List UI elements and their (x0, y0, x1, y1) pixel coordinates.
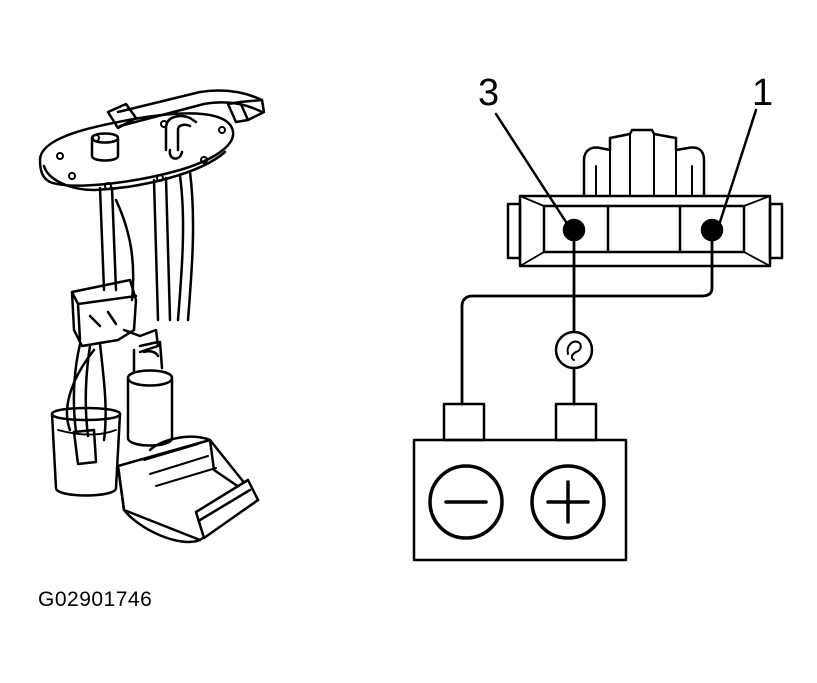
pointer-pin-1 (718, 108, 758, 224)
plus-sign (546, 480, 590, 524)
pin-label-1: 1 (752, 72, 774, 114)
mounting-flange (38, 112, 235, 187)
battery (412, 402, 628, 562)
hose-fitting (226, 98, 266, 124)
connector-assembly (506, 128, 784, 268)
positive-terminal-symbol (530, 464, 606, 540)
battery-positive-post (554, 402, 598, 442)
test-wiring (460, 238, 714, 406)
figure-id: G02901746 (38, 588, 153, 611)
sender-bracket (70, 278, 138, 348)
battery-case (412, 438, 628, 562)
terminal-3 (562, 218, 586, 242)
pump-motor (126, 369, 174, 447)
pin-label-3: 3 (478, 72, 500, 114)
sender-wires (65, 342, 107, 442)
fuel-level-sender (50, 342, 122, 497)
flange-connector (90, 132, 120, 162)
fuel-pump-assembly (38, 89, 266, 544)
wire-pin1-to-negative (460, 238, 714, 406)
battery-negative-post (442, 402, 486, 442)
outlet-pipe (164, 114, 198, 152)
terminal-1 (700, 218, 724, 242)
connector-latch (582, 128, 706, 198)
pointer-pin-3 (494, 112, 568, 224)
negative-terminal-symbol (428, 464, 504, 540)
fuse-symbol (554, 330, 594, 370)
test-beaker (50, 412, 122, 497)
